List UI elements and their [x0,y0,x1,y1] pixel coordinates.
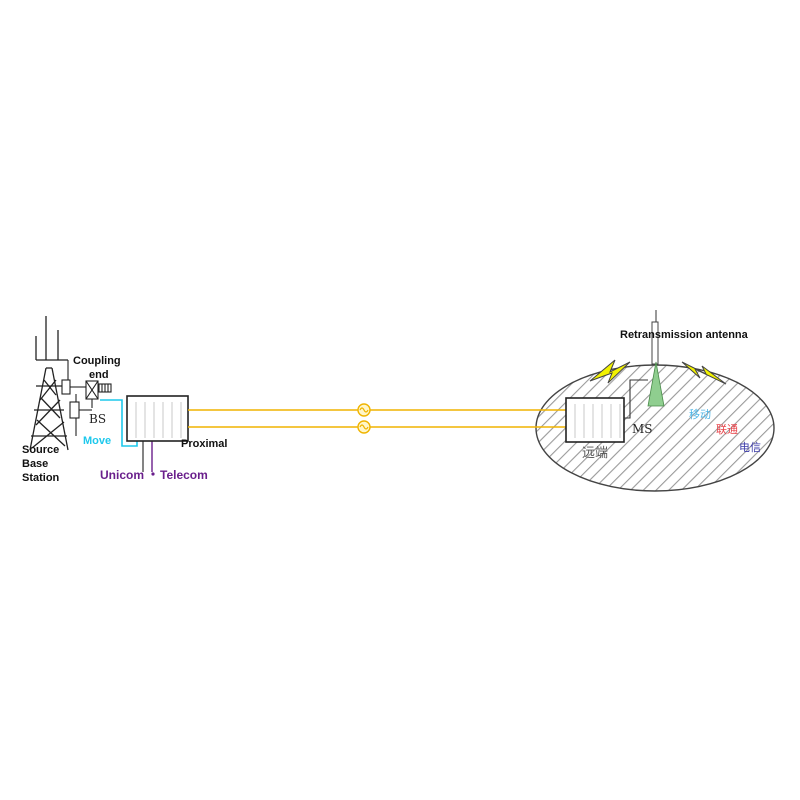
source-base-station-label-line1: Source [22,444,59,456]
move-label: Move [83,435,111,447]
fiber-connector-lower [357,420,371,434]
move-signal-line [100,399,138,447]
proximal-label: Proximal [181,438,227,450]
ms-connection [624,379,648,419]
signal-lightning-left [589,359,631,384]
coverage-area [535,364,775,492]
fiber-connector-upper [357,403,371,417]
remote-end-label: 远端 [582,446,608,461]
proximal-unit [126,395,189,442]
zone-telecom-label: 电信 [739,441,761,454]
carrier-separator-dot [151,472,155,476]
source-base-station-label-line3: Station [22,472,60,484]
zone-mobile-label: 移动 [689,408,711,421]
source-base-station-tower [29,316,69,451]
coupling-end-components [61,360,112,436]
source-base-station-label-line2: Base [22,458,48,470]
retransmission-antenna [647,310,665,407]
unicom-label: Unicom [100,468,144,482]
telecom-label: Telecom [160,468,208,482]
ms-label: MS [632,422,653,436]
remote-unit [565,397,625,443]
bs-label: BS [89,412,106,426]
coupling-end-label-line1: Coupling [73,355,121,367]
zone-unicom-label: 联通 [716,423,738,436]
coupling-end-label-line2: end [89,369,109,381]
retransmission-antenna-label: Retransmission antenna [620,329,749,341]
signal-lightning-right [681,361,727,385]
